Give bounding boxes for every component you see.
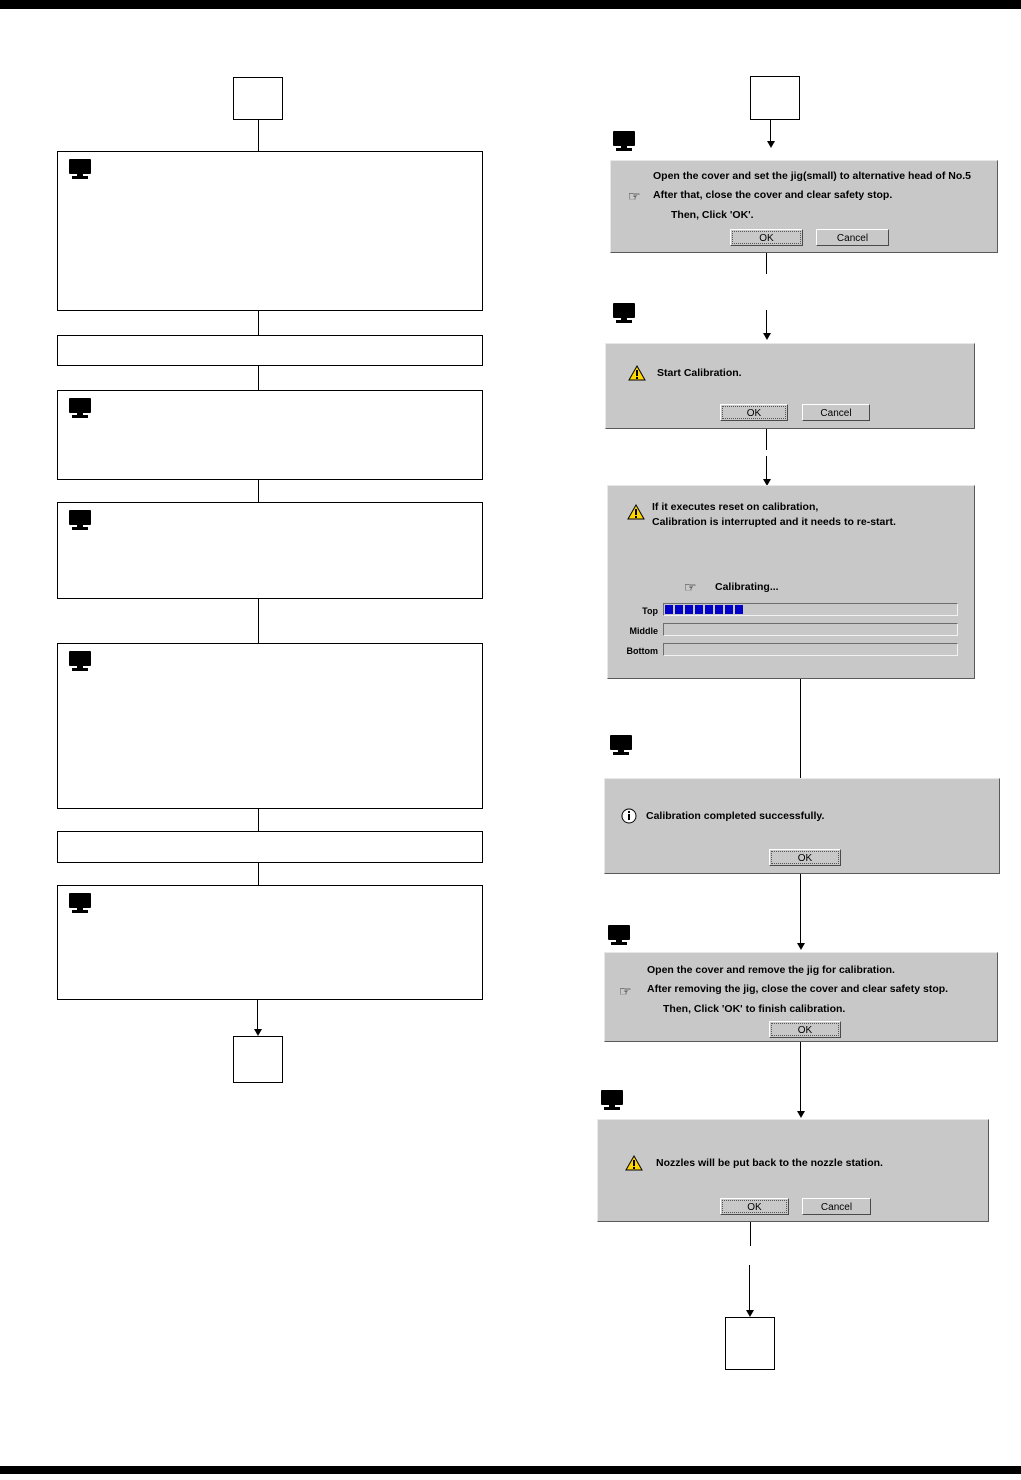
monitor-icon (69, 398, 91, 418)
warning-icon (628, 365, 646, 381)
cancel-button[interactable]: Cancel (802, 404, 870, 421)
dialog-line-3: Then, Click 'OK' to finish calibration. (663, 1003, 846, 1015)
right-arrow-to-dlg1 (767, 120, 775, 148)
dialog-line-3: Then, Click 'OK'. (671, 209, 754, 221)
left-connector-2 (258, 366, 259, 390)
right-connector-1 (766, 253, 767, 274)
monitor-icon (613, 303, 635, 323)
dialog-remove-jig: ☞ Open the cover and remove the jig for … (604, 952, 998, 1042)
dialog-line-2: After removing the jig, close the cover … (647, 983, 949, 995)
monitor-icon (613, 131, 635, 151)
ok-button[interactable]: OK (720, 404, 788, 421)
right-connector-2 (766, 429, 767, 450)
ok-button[interactable]: OK (720, 1198, 789, 1215)
right-arrow-6 (797, 1042, 805, 1118)
left-step-7 (57, 885, 483, 1000)
info-icon (621, 808, 637, 824)
dialog-calibrating: If it executes reset on calibration, Cal… (607, 485, 975, 679)
right-arrow-2 (763, 310, 771, 340)
page-top-rule (0, 0, 1021, 9)
right-arrow-5 (797, 874, 805, 950)
left-connector-0 (258, 120, 259, 151)
right-flow-start-terminator (750, 76, 800, 120)
left-connector-1 (258, 311, 259, 335)
dialog-line-1: Open the cover and remove the jig for ca… (647, 964, 895, 976)
warning-icon (625, 1155, 643, 1171)
dialog-line-2: Calibration is interrupted and it needs … (652, 516, 896, 528)
left-flow-end-terminator (233, 1036, 283, 1083)
monitor-icon (610, 735, 632, 755)
dialog-nozzle-return: Nozzles will be put back to the nozzle s… (597, 1119, 989, 1222)
right-arrow-end (746, 1265, 754, 1317)
monitor-icon (608, 925, 630, 945)
hand-pointer-icon: ☞ (619, 983, 632, 999)
cancel-button[interactable]: Cancel (816, 229, 889, 246)
ok-button[interactable]: OK (769, 849, 841, 866)
dialog-line-1: Open the cover and set the jig(small) to… (653, 170, 971, 182)
monitor-icon (69, 510, 91, 530)
ok-button[interactable]: OK (730, 229, 803, 246)
ok-button[interactable]: OK (769, 1021, 841, 1038)
right-arrow-3 (763, 456, 771, 486)
right-arrow-4 (797, 679, 805, 790)
left-step-1 (57, 151, 483, 311)
monitor-icon (69, 159, 91, 179)
warning-icon (627, 504, 645, 520)
left-step-4 (57, 502, 483, 599)
calibrating-status-text: Calibrating... (715, 581, 779, 593)
left-step-5 (57, 643, 483, 809)
hand-pointer-icon: ☞ (628, 188, 641, 204)
progress-label-top: Top (642, 606, 658, 616)
hand-pointer-icon: ☞ (684, 579, 697, 595)
left-connector-5 (258, 809, 259, 831)
dialog-line-2: After that, close the cover and clear sa… (653, 189, 893, 201)
left-connector-3 (258, 480, 259, 502)
dialog-line-1: Start Calibration. (657, 367, 742, 379)
dialog-set-jig: ☞ Open the cover and set the jig(small) … (610, 160, 998, 253)
dialog-calibration-complete: Calibration completed successfully. OK (604, 778, 1000, 874)
ok-button-label: OK (732, 231, 801, 244)
dialog-line-1: Calibration completed successfully. (646, 810, 825, 822)
progress-track-bottom (663, 643, 958, 656)
ok-button-label: OK (722, 1200, 787, 1213)
cancel-button[interactable]: Cancel (802, 1198, 871, 1215)
left-connector-4 (258, 599, 259, 643)
left-step-6 (57, 831, 483, 863)
dialog-start-calibration: Start Calibration. OK Cancel (605, 343, 975, 429)
monitor-icon (601, 1090, 623, 1110)
cancel-button-label: Cancel (836, 233, 869, 244)
dialog-line-1: If it executes reset on calibration, (652, 501, 819, 513)
ok-button-label: OK (722, 406, 786, 419)
progress-label-bottom: Bottom (626, 646, 659, 656)
right-flow-end-terminator (725, 1317, 775, 1370)
progress-track-top (663, 603, 958, 616)
left-flow-arrow-end (254, 1000, 262, 1036)
ok-button-label: OK (771, 1023, 839, 1036)
cancel-button-label: Cancel (820, 1202, 853, 1213)
left-step-3 (57, 390, 483, 480)
right-connector-7 (750, 1222, 751, 1246)
ok-button-label: OK (771, 851, 839, 864)
progress-track-middle (663, 623, 958, 636)
progress-label-middle: Middle (629, 626, 659, 636)
left-step-2 (57, 335, 483, 366)
monitor-icon (69, 651, 91, 671)
left-flow-start-terminator (233, 77, 283, 120)
left-connector-6 (258, 863, 259, 885)
cancel-button-label: Cancel (820, 408, 852, 419)
dialog-line-1: Nozzles will be put back to the nozzle s… (656, 1157, 883, 1169)
monitor-icon (69, 893, 91, 913)
page-bottom-rule (0, 1466, 1021, 1474)
